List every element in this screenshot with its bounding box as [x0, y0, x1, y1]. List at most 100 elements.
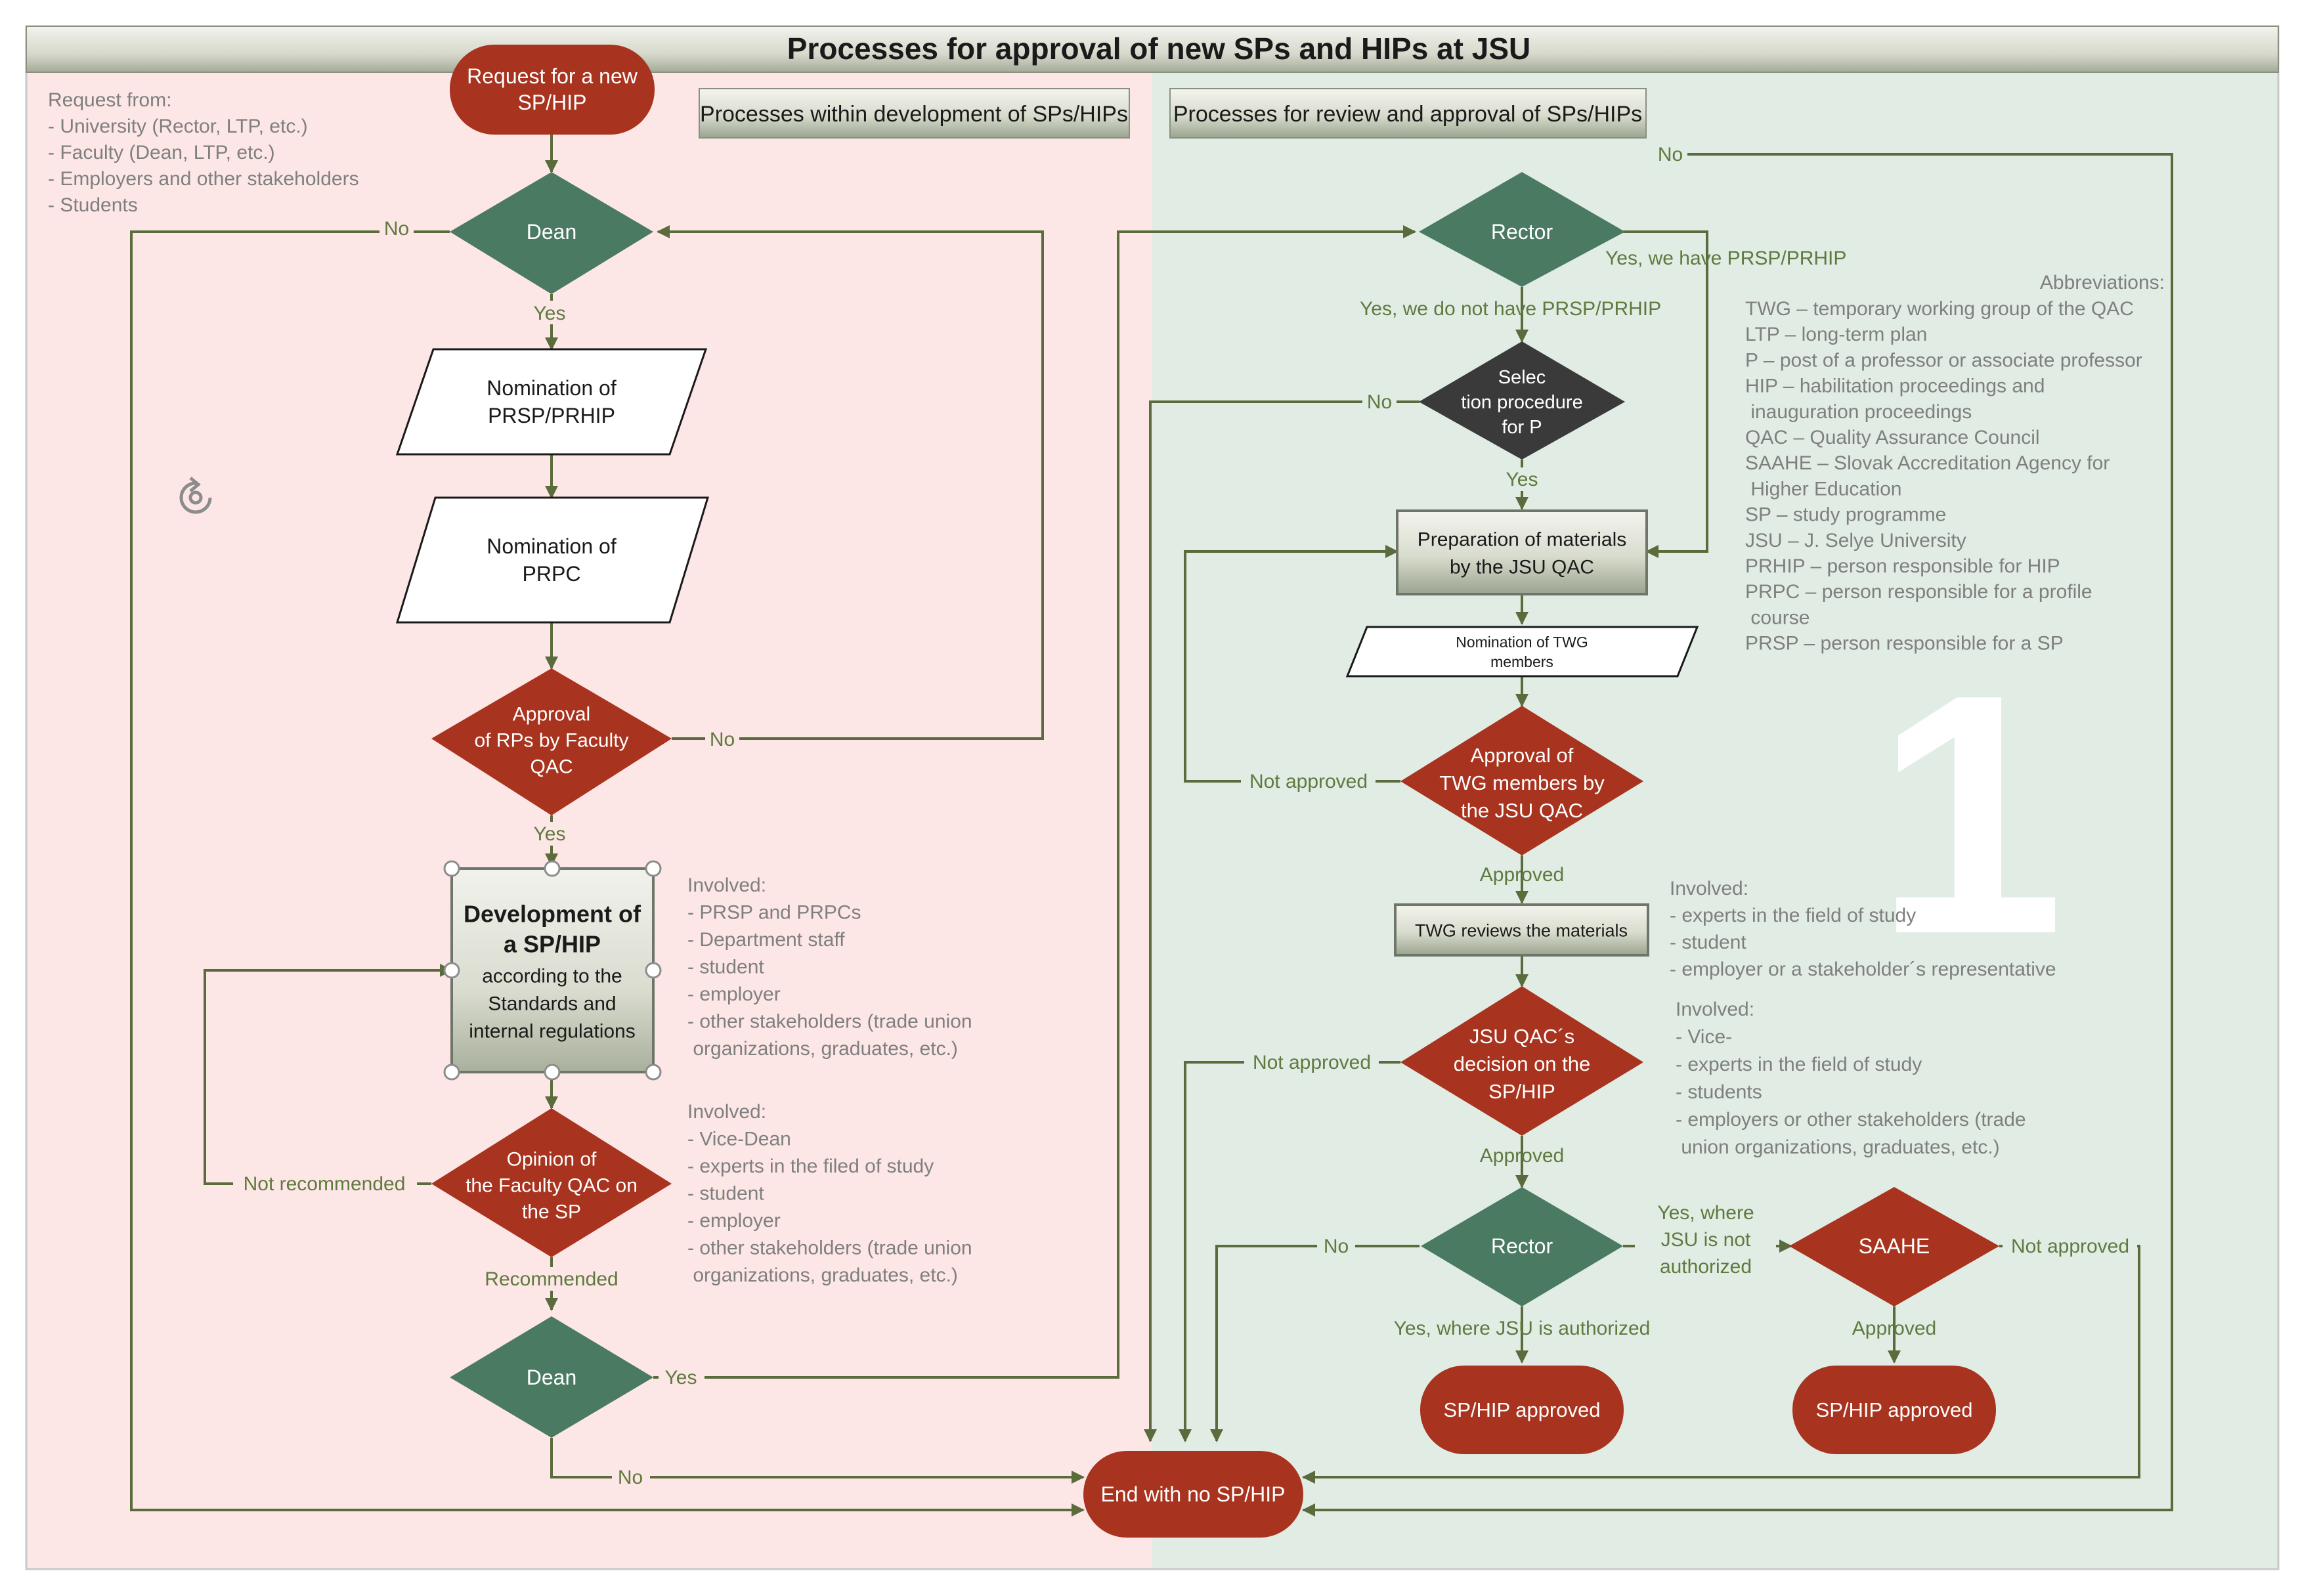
inv-op-item: - other stakeholders (trade union [687, 1238, 972, 1259]
svg-text:Yes: Yes [1506, 469, 1538, 490]
svg-text:Yes: Yes [534, 303, 566, 324]
rector2-label: Rector [1491, 1234, 1553, 1258]
end-label: End with no SP/HIP [1100, 1482, 1285, 1506]
nom_prsp-label-line-1: PRSP/PRHIP [488, 404, 615, 427]
nom_twg-label-line-1: members [1490, 653, 1553, 670]
svg-text:Not approved: Not approved [1249, 771, 1368, 792]
development_sub-label-line-1: Standards and [488, 993, 616, 1015]
end-terminal: End with no SP/HIP [1083, 1451, 1303, 1538]
inv-dev-item: organizations, graduates, etc.) [687, 1038, 958, 1060]
rector-decision-1: Rector [1419, 172, 1625, 287]
opinion-label-line-2: the SP [522, 1201, 581, 1223]
svg-text:Involved:- Vice-- experts in t: Involved:- Vice-- experts in the field o… [1676, 999, 2026, 1158]
involved-blocks: Involved: - PRSP and PRPCs - Department st… [687, 874, 2056, 1286]
dean1-label-line-0: Dean [527, 220, 577, 244]
page-title: Processes for approval of new SPs and HI… [787, 32, 1531, 66]
twg-reviews-process: TWG reviews the materials [1394, 903, 1649, 957]
inv-dec-item: union organizations, graduates, etc.) [1676, 1136, 2000, 1158]
twg_reviews-label-line-0: TWG reviews the materials [1415, 920, 1628, 940]
svg-text:Not approved: Not approved [1253, 1052, 1371, 1073]
opinion-label-line-1: the Faculty QAC on [466, 1175, 638, 1197]
development-label-line-1: a SP/HIP [504, 931, 601, 958]
rector1-label: Rector [1491, 220, 1553, 244]
abbr-item: inauguration proceedings [1745, 401, 1972, 423]
saahe-decision: SAAHE [1789, 1187, 1999, 1306]
approval_twg-label-line-0: Approval of [1471, 744, 1574, 767]
inv-op-heading: Involved: [687, 1101, 766, 1123]
svg-text:Not approved: Not approved [2011, 1236, 2129, 1257]
section-development [699, 88, 1130, 139]
svg-text:Not recommended: Not recommended [244, 1173, 406, 1195]
section-review [1169, 88, 1647, 139]
dean-decision-2: Dean [450, 1316, 653, 1438]
inv-dev-item: - PRSP and PRPCs [687, 902, 861, 924]
selection-label-line-0: Selec [1498, 367, 1546, 388]
development-label-line-0: Development of [464, 901, 641, 928]
saahe-label-line-0: SAAHE [1859, 1234, 1930, 1258]
inv-op-item: - student [687, 1183, 764, 1205]
req-from-item: - Employers and other stakeholders [48, 168, 359, 190]
decision-label-line-1: decision on the [1454, 1052, 1591, 1075]
approved-terminal-2: SP/HIP approved [1792, 1366, 1996, 1454]
inv-op-item: - experts in the filed of study [687, 1155, 934, 1177]
approval_twg-label-line-1: TWG members by [1439, 771, 1605, 794]
inv-dec-heading: Involved: [1676, 999, 1754, 1020]
rector2-label-line-0: Rector [1491, 1234, 1553, 1258]
abbreviations: Abbreviations: TWG – temporary working g… [1745, 272, 2165, 655]
twg_reviews-label: TWG reviews the materials [1415, 920, 1628, 940]
svg-text:Abbreviations:: Abbreviations: [2040, 272, 2165, 293]
development-background [26, 72, 1152, 1569]
abbr-item: PRPC – person responsible for a profile [1745, 581, 2092, 603]
inv-dec-item: - Vice- [1676, 1026, 1732, 1048]
req-from-item: - Students [48, 194, 138, 216]
request-from: Request from:- University (Rector, LTP, … [48, 89, 359, 216]
inv-dec-item: - students [1676, 1081, 1762, 1103]
inv-dev-item: - employer [687, 983, 781, 1005]
approved2-label: SP/HIP approved [1816, 1398, 1973, 1421]
approved2-label-line-0: SP/HIP approved [1816, 1398, 1973, 1421]
inv-op-item: - Vice-Dean [687, 1129, 791, 1150]
development_sub-label-line-2: internal regulations [469, 1021, 636, 1043]
svg-text:Yes: Yes [534, 823, 566, 845]
section-development-label: Processes within development of SPs/HIPs [700, 102, 1128, 127]
yes-not-authorized-line-2: authorized [1660, 1256, 1752, 1278]
svg-text:No: No [710, 729, 735, 750]
approval_rps-label-line-0: Approval [513, 704, 590, 725]
req-from-item: - Faculty (Dean, LTP, etc.) [48, 142, 275, 163]
approved1-label-line-0: SP/HIP approved [1444, 1398, 1601, 1421]
section-review-label: Processes for review and approval of SPs… [1173, 102, 1642, 127]
request-label-line-0: Request for a new [467, 64, 638, 88]
svg-text:Approved: Approved [1852, 1318, 1936, 1339]
req-from-item: - University (Rector, LTP, etc.) [48, 116, 308, 137]
approval_rps-label-line-1: of RPs by Faculty [474, 730, 628, 752]
inv-dev-item: - Department staff [687, 929, 845, 951]
svg-text:TWG – temporary working group: TWG – temporary working group of the QAC… [1745, 298, 2142, 655]
svg-text:Yes, where JSU is authorized: Yes, where JSU is authorized [1394, 1318, 1651, 1339]
svg-text:Involved:- PRSP and PRPCs- Dep: Involved: - PRSP and PRPCs - Department st… [687, 874, 972, 1060]
decision-label-line-0: JSU QAC´s [1469, 1025, 1574, 1048]
abbr-item: QAC – Quality Assurance Council [1745, 427, 2040, 448]
abbr-item: JSU – J. Selye University [1745, 530, 1966, 551]
svg-text:No: No [1324, 1236, 1349, 1257]
svg-text:Yes: Yes [665, 1367, 697, 1389]
development-label: Development of a SP/HIP [464, 901, 641, 958]
watermark-number: 1 [1875, 624, 2064, 1005]
svg-text:Recommended: Recommended [485, 1268, 618, 1290]
saahe-label: SAAHE [1859, 1234, 1930, 1258]
abbr-item: SAAHE – Slovak Accreditation Agency for [1745, 452, 2110, 474]
dean2-label: Dean [527, 1366, 577, 1389]
dean-decision-1: Dean [450, 172, 653, 294]
svg-text:No: No [1367, 391, 1392, 413]
inv-dev-heading: Involved: [687, 874, 766, 896]
